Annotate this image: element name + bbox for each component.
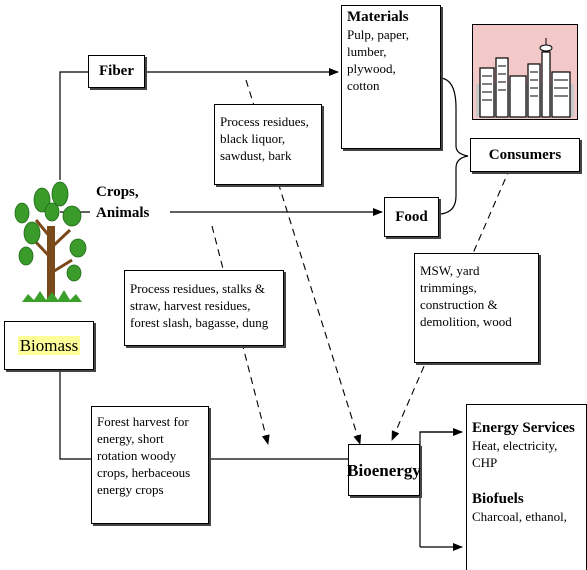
energy-outputs-box: Energy Services Heat, electricity, CHP B… [466, 404, 587, 570]
fiber-box: Fiber [88, 55, 145, 88]
crops-animals-label: Crops, Animals [96, 184, 150, 221]
food-box: Food [384, 197, 439, 237]
bioenergy-output-bracket [419, 431, 462, 459]
tree-icon [14, 181, 87, 302]
forest-harvest-note: Forest harvest for energy, short rotatio… [91, 406, 209, 524]
consumers-brace [440, 77, 469, 215]
energy-services-text: Heat, electricity, CHP [472, 438, 558, 470]
consumers-label: Consumers [488, 146, 562, 163]
msw-note: MSW, yard trimmings, construction & demo… [414, 253, 539, 363]
trunk-to-fiber-line [59, 71, 88, 180]
fiber-label: Fiber [99, 63, 134, 79]
bioenergy-label: Bioenergy [347, 460, 421, 480]
city-skyline-icon [472, 24, 578, 120]
food-label: Food [395, 208, 428, 225]
materials-text: Pulp, paper, lumber, plywood, cotton [347, 27, 409, 93]
materials-box: Materials Pulp, paper, lumber, plywood, … [341, 5, 441, 149]
bioenergy-box: Bioenergy [347, 444, 421, 496]
crops-animals-box: Crops, Animals [90, 170, 170, 236]
crops-process-residues-note: Process residues, stalks & straw, harves… [124, 270, 284, 346]
biomass-to-bioenergy-line [59, 350, 348, 460]
biofuels-title: Biofuels [472, 491, 524, 507]
biofuels-text: Charcoal, ethanol, [472, 509, 567, 524]
biomass-box: Biomass [4, 321, 94, 370]
energy-services-title: Energy Services [472, 420, 575, 436]
materials-title: Materials [347, 9, 409, 25]
biomass-label: Biomass [17, 336, 81, 355]
fiber-process-residues-note: Process residues, black liquor, sawdust,… [214, 104, 322, 185]
consumers-box: Consumers [470, 138, 580, 172]
